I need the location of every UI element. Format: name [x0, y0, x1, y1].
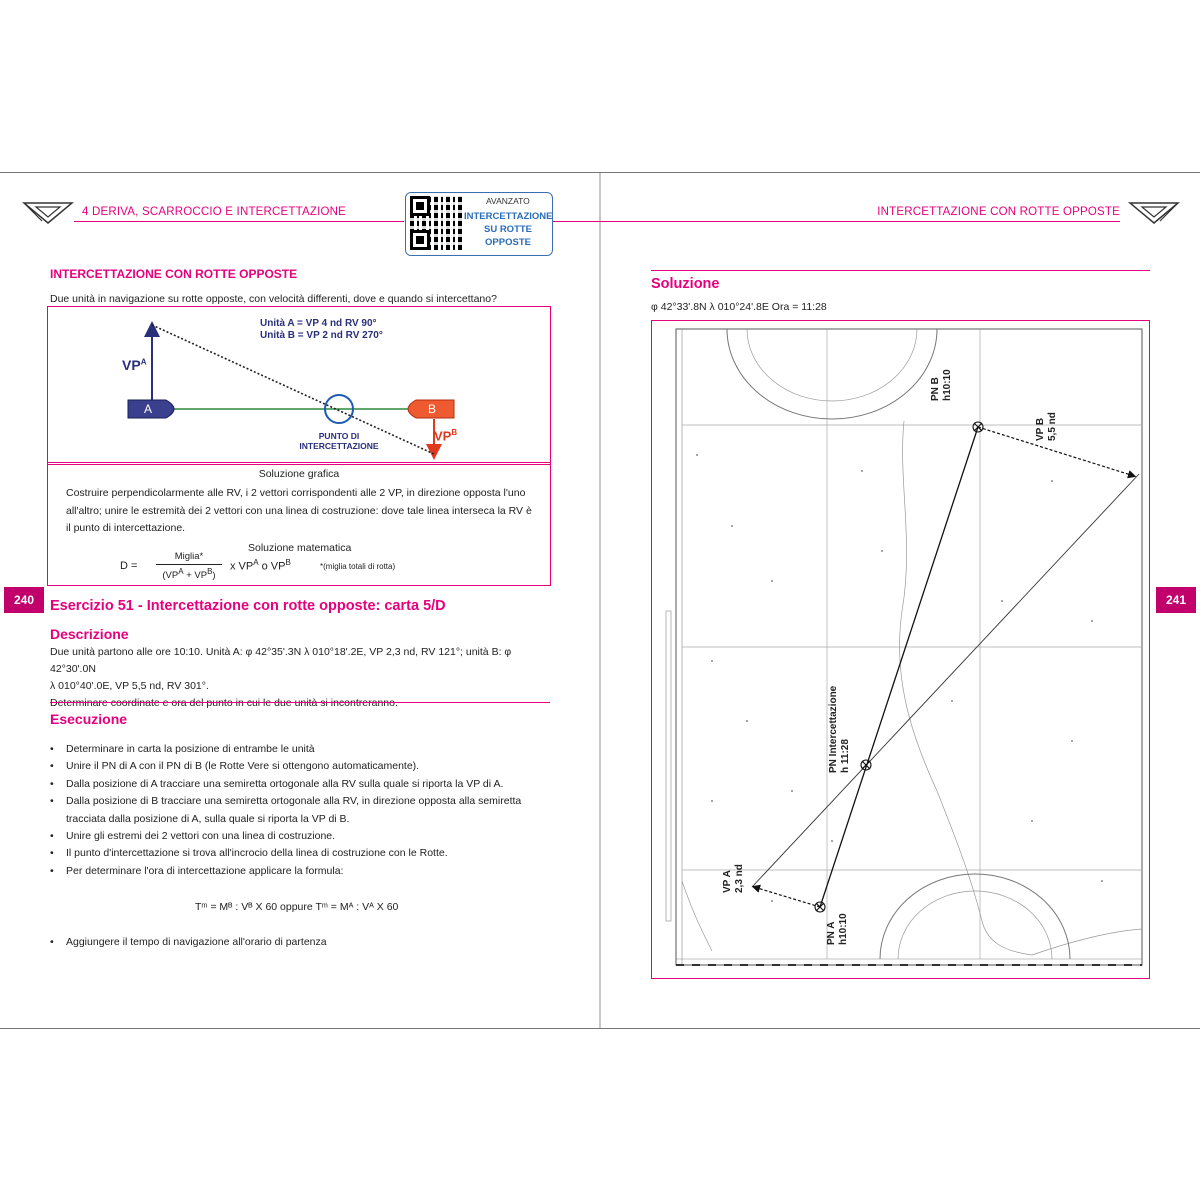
badge-line-1: INTERCETTAZIONE	[464, 211, 553, 222]
pn-a-time: h10:10	[838, 913, 849, 945]
page-gutter	[599, 173, 601, 1028]
book-spread	[0, 172, 1200, 1029]
execution-title: Esecuzione	[50, 711, 128, 727]
header-rule-right	[553, 221, 1120, 222]
formula-product: x VPA o VPB	[230, 558, 291, 573]
qr-code-icon[interactable]	[410, 196, 464, 250]
nautical-chart-svg	[665, 328, 1143, 966]
badge-line-2: SU ROTTE	[483, 224, 533, 235]
solution-title: Soluzione	[651, 276, 720, 292]
execution-last-step: Aggiungere il tempo di navigazione all'o…	[50, 934, 550, 952]
vp-b-speed: 5,5 nd	[1047, 412, 1058, 441]
vp-a-speed: 2,3 nd	[734, 864, 745, 893]
header-right-title: INTERCETTAZIONE CON ROTTE OPPOSTE	[877, 206, 1120, 218]
header-left-title: 4 DERIVA, SCARROCCIO E INTERCETTAZIONE	[82, 206, 347, 218]
description-title: Descrizione	[50, 626, 129, 642]
vp-b-label: VPB	[434, 428, 458, 444]
vp-b-label: VP B	[1035, 417, 1046, 441]
vp-a-label: VPA	[122, 357, 147, 373]
description-line-2: λ 010°40'.0E, VP 5,5 nd, RV 301°.	[50, 680, 209, 692]
page-number-right: 241	[1156, 587, 1196, 613]
section-title: INTERCETTAZIONE CON ROTTE OPPOSTE	[50, 267, 298, 281]
badge-line-3: OPPOSTE	[485, 237, 531, 248]
list-item: Per determinare l'ora di intercettazione…	[50, 863, 550, 881]
time-formula: Tᵐ = Mᴮ : Vᴮ X 60 oppure Tᵐ = Mᴬ : Vᴬ X …	[195, 901, 399, 913]
exercise-title: Esercizio 51 - Intercettazione con rotte…	[50, 598, 446, 614]
page-number-left: 240	[4, 587, 44, 613]
graphic-solution-title: Soluzione grafica	[258, 468, 340, 480]
list-item: Dalla posizione di A tracciare una semir…	[50, 776, 550, 794]
qr-badge[interactable]: AVANZATO INTERCETTAZIONE SU ROTTE OPPOST…	[405, 192, 553, 256]
description-text: Due unità partono alle ore 10:10. Unità …	[50, 644, 560, 712]
vp-a-label: VP A	[722, 870, 733, 893]
solution-values: φ 42°33'.8N λ 010°24'.8E Ora = 11:28	[651, 301, 827, 313]
pn-intercept-time: h 11:28	[840, 739, 851, 773]
formula-denominator: (VPA + VPB)	[162, 567, 216, 582]
boat-b-label: B	[428, 402, 437, 416]
unit-b-values: VP 2 nd RV 270°	[306, 330, 383, 341]
solution-box: Soluzione grafica Costruire perpendicola…	[47, 462, 551, 586]
header-rule-left	[74, 221, 404, 222]
vp-a-vector	[751, 884, 821, 908]
intercept-point-circle	[324, 394, 354, 424]
list-item: Il punto d'intercettazione si trova all'…	[50, 845, 550, 863]
pn-intercept-label: PN Intercettazione	[828, 685, 839, 773]
pn-b-label: PN B	[930, 377, 941, 401]
list-item: Aggiungere il tempo di navigazione all'o…	[50, 934, 550, 952]
intro-question: Due unità in navigazione su rotte oppost…	[50, 293, 497, 305]
math-solution-title: Soluzione matematica	[248, 542, 352, 554]
formula-lhs: D =	[120, 560, 138, 572]
badge-level: AVANZATO	[486, 196, 530, 206]
triangle-ruler-icon	[1128, 202, 1180, 224]
pn-b-marker	[972, 421, 984, 433]
formula-note: *(miglia totali di rotta)	[320, 562, 396, 571]
unit-a-label: Unità A =	[260, 318, 303, 329]
unit-a-values: VP 4 nd RV 90°	[305, 318, 377, 329]
list-item: Dalla posizione di B tracciare una semir…	[50, 793, 550, 828]
intercept-point-label-1: PUNTO DI	[318, 431, 360, 441]
section-divider	[50, 702, 550, 703]
graphic-solution-text: Costruire perpendicolarmente alle RV, i …	[66, 487, 532, 534]
boat-a-icon	[127, 399, 175, 419]
intercept-diagram	[127, 321, 455, 460]
description-line-3: Determinare coordinate e ora del punto i…	[50, 697, 398, 709]
execution-steps: Determinare in carta la posizione di ent…	[50, 741, 550, 881]
list-item: Unire il PN di A con il PN di B (le Rott…	[50, 758, 550, 776]
formula-numerator: Miglia*	[174, 551, 204, 562]
formula-fraction-bar	[156, 564, 222, 565]
boat-a-label: A	[144, 402, 153, 416]
description-line-1: Due unità partono alle ore 10:10. Unità …	[50, 646, 512, 675]
unit-b-label: Unità B =	[260, 330, 304, 341]
solution-rule	[651, 270, 1150, 271]
pn-a-marker	[814, 901, 826, 913]
pn-a-label: PN A	[826, 921, 837, 945]
boat-b-icon	[407, 399, 455, 419]
triangle-ruler-icon	[22, 202, 74, 224]
intercept-diagram-box: Unità A = VP 4 nd RV 90° Unità B = VP 2 …	[47, 306, 551, 465]
pn-intercept-marker	[860, 759, 872, 771]
pn-b-time: h10:10	[942, 369, 953, 401]
list-item: Unire gli estremi dei 2 vettori con una …	[50, 828, 550, 846]
list-item: Determinare in carta la posizione di ent…	[50, 741, 550, 759]
intercept-point-label-2: INTERCETTAZIONE	[299, 441, 379, 451]
construction-line	[751, 473, 1140, 888]
route-line	[819, 426, 979, 908]
vp-b-vector	[977, 426, 1137, 479]
nautical-chart: PN B h10:10 VP B 5,5 nd PN Intercettazio…	[651, 320, 1150, 979]
